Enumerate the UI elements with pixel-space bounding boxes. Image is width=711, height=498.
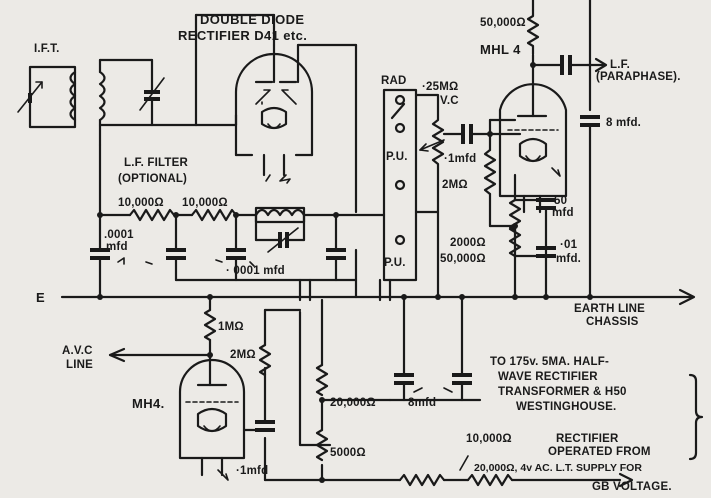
- resistor-5000-label: 5000Ω: [330, 447, 366, 459]
- psu-note-line4: WESTINGHOUSE.: [516, 401, 616, 413]
- avc-line-label: LINE: [66, 359, 93, 371]
- psu-note-line1: TO 175v. 5MA. HALF-: [490, 356, 609, 368]
- diode-title-line2: RECTIFIER D41 etc.: [178, 28, 307, 43]
- cap-8mfd-lower-label: 8mfd: [408, 397, 436, 409]
- mh4-avc-stage: [108, 278, 704, 488]
- component-labels: I.F.T. DOUBLE DIODE RECTIFIER D41 etc. L…: [34, 12, 681, 493]
- resistor-20000-left-label: 20,000Ω: [330, 397, 376, 409]
- if-transformer: [17, 58, 198, 217]
- rad-pu-switch: [382, 88, 418, 282]
- resistor-2m-lower-label: 2MΩ: [230, 349, 256, 361]
- cap-0001-unit-label: mfd: [106, 241, 128, 253]
- psu-note-line3: TRANSFORMER & H50: [498, 386, 627, 398]
- volume-control-value-label: ·25MΩ: [422, 81, 458, 93]
- avc-label: A.V.C: [62, 345, 93, 357]
- supply-note-line1: 20,000Ω, 4v AC. L.T. SUPPLY FOR: [474, 462, 642, 474]
- mhl4-valve-label: MHL 4: [480, 42, 521, 57]
- lf-filter-chain: [90, 206, 386, 299]
- paraphase-label: (PARAPHASE).: [596, 71, 681, 83]
- earth-e-label: E: [36, 290, 45, 305]
- switch-pu-lower-label: P.U.: [384, 257, 406, 269]
- rectifier-operated-label: OPERATED FROM: [548, 446, 651, 458]
- mhl4-stage: [414, 0, 608, 299]
- cap-0001-tuned-label: · 0001 mfd: [226, 265, 285, 277]
- cap-0001-label: .0001: [104, 229, 134, 241]
- cap-1mfd-lower-label: ·1mfd: [236, 465, 268, 477]
- lf-filter-label: L.F. FILTER: [124, 157, 188, 169]
- junction-dots: [97, 62, 593, 483]
- resistor-2000-label: 2000Ω: [450, 237, 486, 249]
- resistor-50000-cathode-label: 50,000Ω: [440, 253, 486, 265]
- volume-control-label: V.C: [440, 95, 459, 107]
- resistor-10000-bottom-label: 10,000Ω: [466, 433, 512, 445]
- cap-50-unit-label: mfd: [552, 207, 574, 219]
- cap-50-label: 50: [554, 195, 567, 207]
- earth-chassis-label: CHASSIS: [586, 316, 639, 328]
- ift-label: I.F.T.: [34, 43, 59, 55]
- switch-rad-label: RAD: [381, 75, 407, 87]
- cap-8mfd-right-label: 8 mfd.: [606, 117, 641, 129]
- mh4-valve-label: MH4.: [132, 396, 165, 411]
- rectifier-label: RECTIFIER: [556, 433, 619, 445]
- resistor-10000-b-label: 10,000Ω: [182, 197, 228, 209]
- resistor-50000-anode-label: 50,000Ω: [480, 17, 526, 29]
- cap-01-label: ·01: [560, 239, 578, 251]
- resistor-1m-label: 1MΩ: [218, 321, 244, 333]
- resistor-10000-a-label: 10,000Ω: [118, 197, 164, 209]
- earth-line-label: EARTH LINE: [574, 303, 645, 315]
- supply-note-line2: GB VOLTAGE.: [592, 481, 672, 493]
- cap-01-unit-label: mfd.: [556, 253, 581, 265]
- earth-line: [60, 288, 696, 306]
- lf-output-label: L.F.: [610, 59, 630, 71]
- cap-1mfd-upper-label: ·1mfd: [444, 153, 476, 165]
- diode-title-line1: DOUBLE DIODE: [200, 12, 304, 27]
- resistor-2m-upper-label: 2MΩ: [442, 179, 468, 191]
- double-diode-valve: [194, 13, 358, 214]
- switch-pu-upper-label: P.U.: [386, 151, 408, 163]
- lf-filter-optional-label: (OPTIONAL): [118, 173, 187, 185]
- psu-note-line2: WAVE RECTIFIER: [498, 371, 598, 383]
